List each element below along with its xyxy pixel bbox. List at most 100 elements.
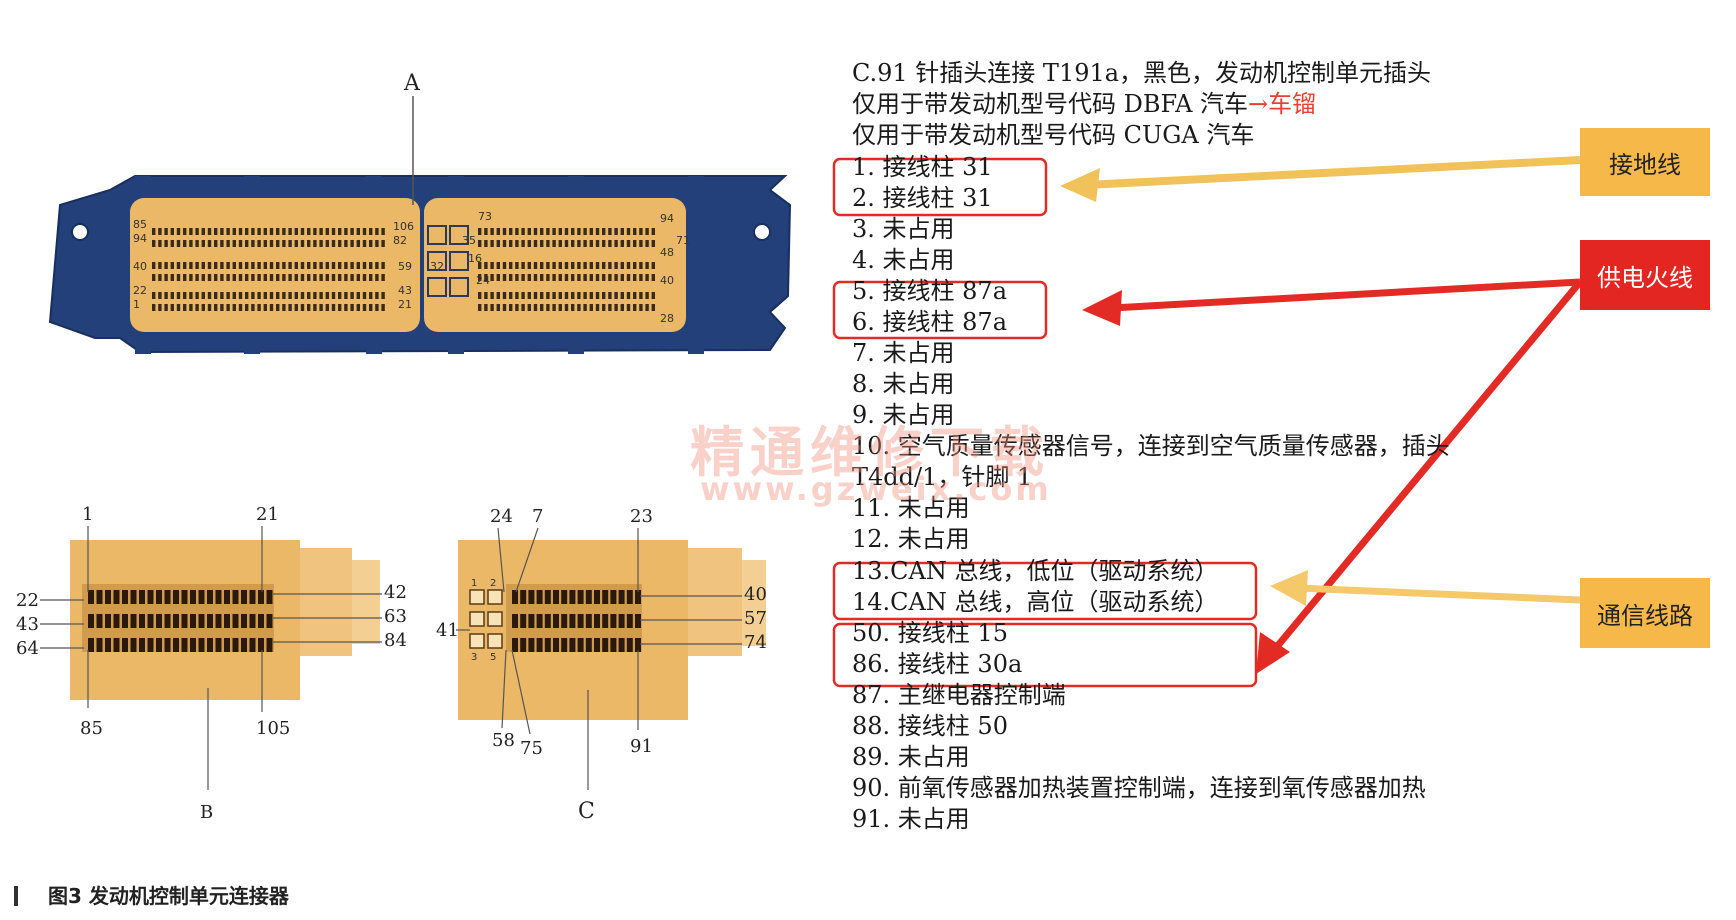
pin-socket — [375, 240, 379, 247]
pin-socket — [215, 638, 222, 652]
pin-socket — [520, 614, 527, 628]
pin-socket — [381, 292, 385, 299]
pin-socket — [198, 590, 205, 604]
c-number: 24 — [490, 506, 513, 527]
pin-socket — [552, 304, 556, 311]
pin-socket — [577, 262, 581, 269]
comm-arrow — [1270, 570, 1581, 606]
b-number: 42 — [384, 582, 407, 603]
pin-socket — [544, 590, 551, 604]
pin-socket — [490, 240, 494, 247]
pin-item: 1. 接线柱 31 — [852, 153, 993, 181]
pin-socket — [269, 262, 274, 269]
pin-socket — [369, 304, 373, 311]
pin-socket — [198, 614, 205, 628]
pin-socket — [313, 262, 317, 269]
pin-socket — [614, 228, 618, 235]
pin-socket — [257, 262, 261, 269]
pin-socket — [614, 304, 618, 311]
pin-socket — [369, 292, 373, 299]
c-number: 3 — [471, 652, 477, 663]
pin-socket — [319, 262, 323, 269]
pin-socket — [224, 614, 230, 628]
pin-socket — [130, 590, 137, 604]
pin-socket — [190, 614, 196, 628]
pin-socket — [564, 262, 569, 269]
pin-socket — [173, 590, 179, 604]
pin-socket — [527, 262, 531, 269]
pin-socket — [536, 590, 543, 604]
pin-socket — [356, 262, 360, 269]
pin-socket — [552, 228, 556, 235]
pin-socket — [528, 614, 535, 628]
pin-socket — [577, 614, 584, 628]
b-number: 105 — [256, 718, 290, 739]
pin-socket — [546, 292, 550, 299]
pin-item: 50. 接线柱 15 — [852, 619, 1008, 647]
pin-socket — [502, 304, 507, 311]
pin-item: 87. 主继电器控制端 — [852, 681, 1066, 709]
pin-socket — [207, 304, 212, 311]
pin-socket — [238, 292, 243, 299]
pin-socket — [602, 590, 609, 604]
pin-socket — [257, 292, 261, 299]
pin-socket — [496, 228, 500, 235]
pin-socket — [207, 292, 212, 299]
connector-b: 1 21 22 43 64 42 63 84 85 105 B — [16, 504, 407, 823]
pin-socket — [610, 614, 617, 628]
face-number: 16 — [468, 252, 482, 265]
pin-socket — [626, 304, 631, 311]
pin-socket — [257, 304, 261, 311]
face-numbers: 85 94 40 22 1 106 82 59 43 21 73 35 32 1… — [133, 210, 690, 325]
pin-socket — [369, 240, 373, 247]
tag-comm: 通信线路 — [1580, 578, 1710, 648]
pin-socket — [512, 590, 518, 604]
pin-item: 8. 未占用 — [852, 370, 955, 398]
pin-socket — [313, 240, 317, 247]
pin-socket — [561, 590, 568, 604]
pin-socket — [195, 228, 199, 235]
pin-socket — [232, 274, 236, 281]
pin-socket — [350, 240, 354, 247]
pin-socket — [614, 274, 618, 281]
pin-socket — [651, 304, 655, 311]
pin-socket — [232, 240, 236, 247]
pin-socket — [164, 240, 168, 247]
pin-socket — [558, 262, 562, 269]
pin-socket — [201, 304, 205, 311]
pin-socket — [276, 262, 280, 269]
pin-socket — [583, 262, 587, 269]
pin-socket — [478, 228, 482, 235]
pin-socket — [189, 262, 193, 269]
pin-socket — [226, 292, 230, 299]
pin-socket — [577, 274, 581, 281]
pin-socket — [158, 262, 162, 269]
pin-socket — [540, 240, 544, 247]
pin-socket — [189, 228, 193, 235]
pin-socket — [207, 614, 213, 628]
pin-socket — [319, 228, 323, 235]
pin-socket — [189, 304, 193, 311]
pin-socket — [614, 262, 618, 269]
pin-socket — [381, 274, 385, 281]
pin-socket — [626, 638, 633, 652]
pin-socket — [608, 304, 612, 311]
pin-socket — [515, 292, 519, 299]
pin-socket — [201, 262, 205, 269]
pin-socket — [276, 240, 280, 247]
pin-socket — [232, 292, 236, 299]
header-link: →车镏 — [1248, 90, 1317, 118]
pin-socket — [362, 262, 367, 269]
pin-socket — [569, 638, 576, 652]
pin-socket — [515, 274, 519, 281]
pin-socket — [553, 614, 559, 628]
pin-socket — [577, 590, 584, 604]
pin-socket — [350, 274, 354, 281]
pin-socket — [190, 590, 196, 604]
connector-c-flange2 — [742, 560, 766, 646]
pin-socket — [207, 274, 212, 281]
pin-socket — [276, 304, 280, 311]
pin-socket — [220, 240, 224, 247]
pin-socket — [558, 240, 562, 247]
pin-socket — [122, 638, 128, 652]
